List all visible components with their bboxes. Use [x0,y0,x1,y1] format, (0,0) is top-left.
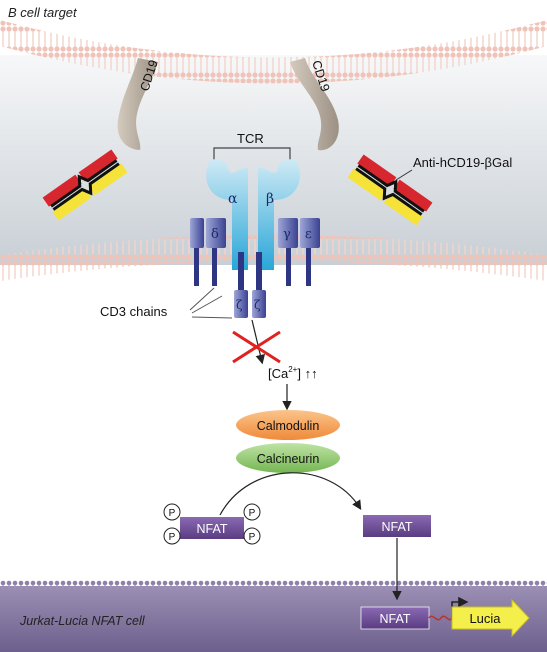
anti-cd19-leader [395,169,413,181]
dna-element [428,615,453,621]
cd3-chains-label: CD3 chains [100,304,168,319]
antibody-left [42,149,128,221]
zeta-box-1 [234,290,248,318]
cross-line-2 [232,330,281,364]
phosphate-bottom-left: P [163,527,181,545]
antibody-left-hinge [50,159,118,208]
b-cell-target-label: B cell target [8,5,78,20]
phosphate-circle-4 [243,527,261,545]
calcineurin: Calcineurin [236,443,340,473]
cd3-delta: δ [190,218,226,286]
antibody-right-heavy-2 [393,179,433,212]
lucia-reporter: Lucia [451,598,530,638]
cd3-delta-tail-2 [212,248,217,286]
nfat-active-label: NFAT [381,520,412,534]
zeta-box-2 [252,290,266,318]
cd19-right-body [290,58,339,151]
cd3-leader-2 [191,295,223,314]
tcr-beta-chain: β [258,159,300,270]
antibody-left-light-2 [88,163,128,196]
antibody-left-hinge-2 [52,162,120,211]
nfat-active: NFAT [363,515,431,537]
cd3-leader-1 [189,287,215,311]
cd3-leader-3 [191,316,233,319]
phosphate-label-3: P [249,508,256,519]
cd3-delta-ext-1 [190,218,204,248]
antibody-right-heavy-1 [357,154,397,187]
calmodulin: Calmodulin [236,410,340,440]
phosphate-label-1: P [169,508,176,519]
cd3-epsilon-tail [306,248,311,286]
inhibit-cross [232,330,281,364]
antibody-left-heavy-2 [78,149,118,182]
lucia-label: Lucia [469,611,501,626]
phosphate-label-4: P [249,532,256,543]
jurkat-cell-label: Jurkat-Lucia NFAT cell [19,614,146,628]
cd3-gamma-ext [278,218,298,248]
phosphate-top-left: P [163,503,181,521]
nfat-phosphorylated: NFAT P P P P [163,503,261,545]
calcineurin-shape [236,443,340,473]
nfat-nucleus: NFAT [360,606,430,630]
cd3-delta-label: δ [211,227,219,242]
phosphate-top-right: P [243,503,261,521]
antibody-left-heavy-1 [42,174,82,207]
phosphate-bottom-right: P [243,527,261,545]
cd3-zeta: ζ ζ [234,252,266,318]
antibody-right [347,154,433,226]
cd3-epsilon-ext [300,218,320,248]
cd3-gamma-label: γ [283,227,291,242]
tcr-alpha-chain: α [206,159,248,270]
calcineurin-label: Calcineurin [257,452,320,466]
phosphate-circle-1 [163,503,181,521]
dephosphorylation-arrow [219,472,362,516]
nfat-phospho-box [180,517,244,539]
antibody-right-light-2 [383,193,423,226]
cd19-left-body [117,58,158,150]
cd3-gamma-epsilon: γ ε [278,218,320,286]
phosphate-circle-2 [163,527,181,545]
antibody-right-light-1 [347,168,387,201]
zeta-label-1: ζ [236,298,243,312]
nfat-active-box [363,515,431,537]
tcr-alpha-body [206,159,248,270]
nfat-phospho-label: NFAT [196,522,227,536]
calcium-label: [Ca2+] ↑↑ [268,365,318,381]
cd3-delta-ext-2 [206,218,226,248]
tcr-beta-body [258,159,300,270]
tcr-alpha-label: α [228,191,238,207]
zeta-tail-1 [238,252,244,292]
calmodulin-shape [236,410,340,440]
antibody-right-hinge [357,164,425,213]
anti-cd19-label: Anti-hCD19-βGal [413,155,512,170]
lucia-arrow-shape [451,598,530,638]
signal-arrow-1 [251,319,266,365]
zeta-label-2: ζ [254,298,261,312]
nfat-nucleus-label: NFAT [379,612,410,626]
calmodulin-label: Calmodulin [257,419,320,433]
phosphate-circle-3 [243,503,261,521]
antibody-right-hinge-2 [355,167,423,216]
cd3-gamma-tail [286,248,291,286]
tcr-beta-label: β [266,191,274,207]
nuclear-membrane [0,580,547,590]
cd3-delta-tail-1 [194,248,199,286]
phosphate-label-2: P [169,532,176,543]
cd3-epsilon-label: ε [305,227,312,242]
tcr-bracket [213,147,291,163]
tcr-label: TCR [237,131,264,146]
zeta-tail-2 [256,252,262,292]
antibody-left-light-1 [52,188,92,221]
